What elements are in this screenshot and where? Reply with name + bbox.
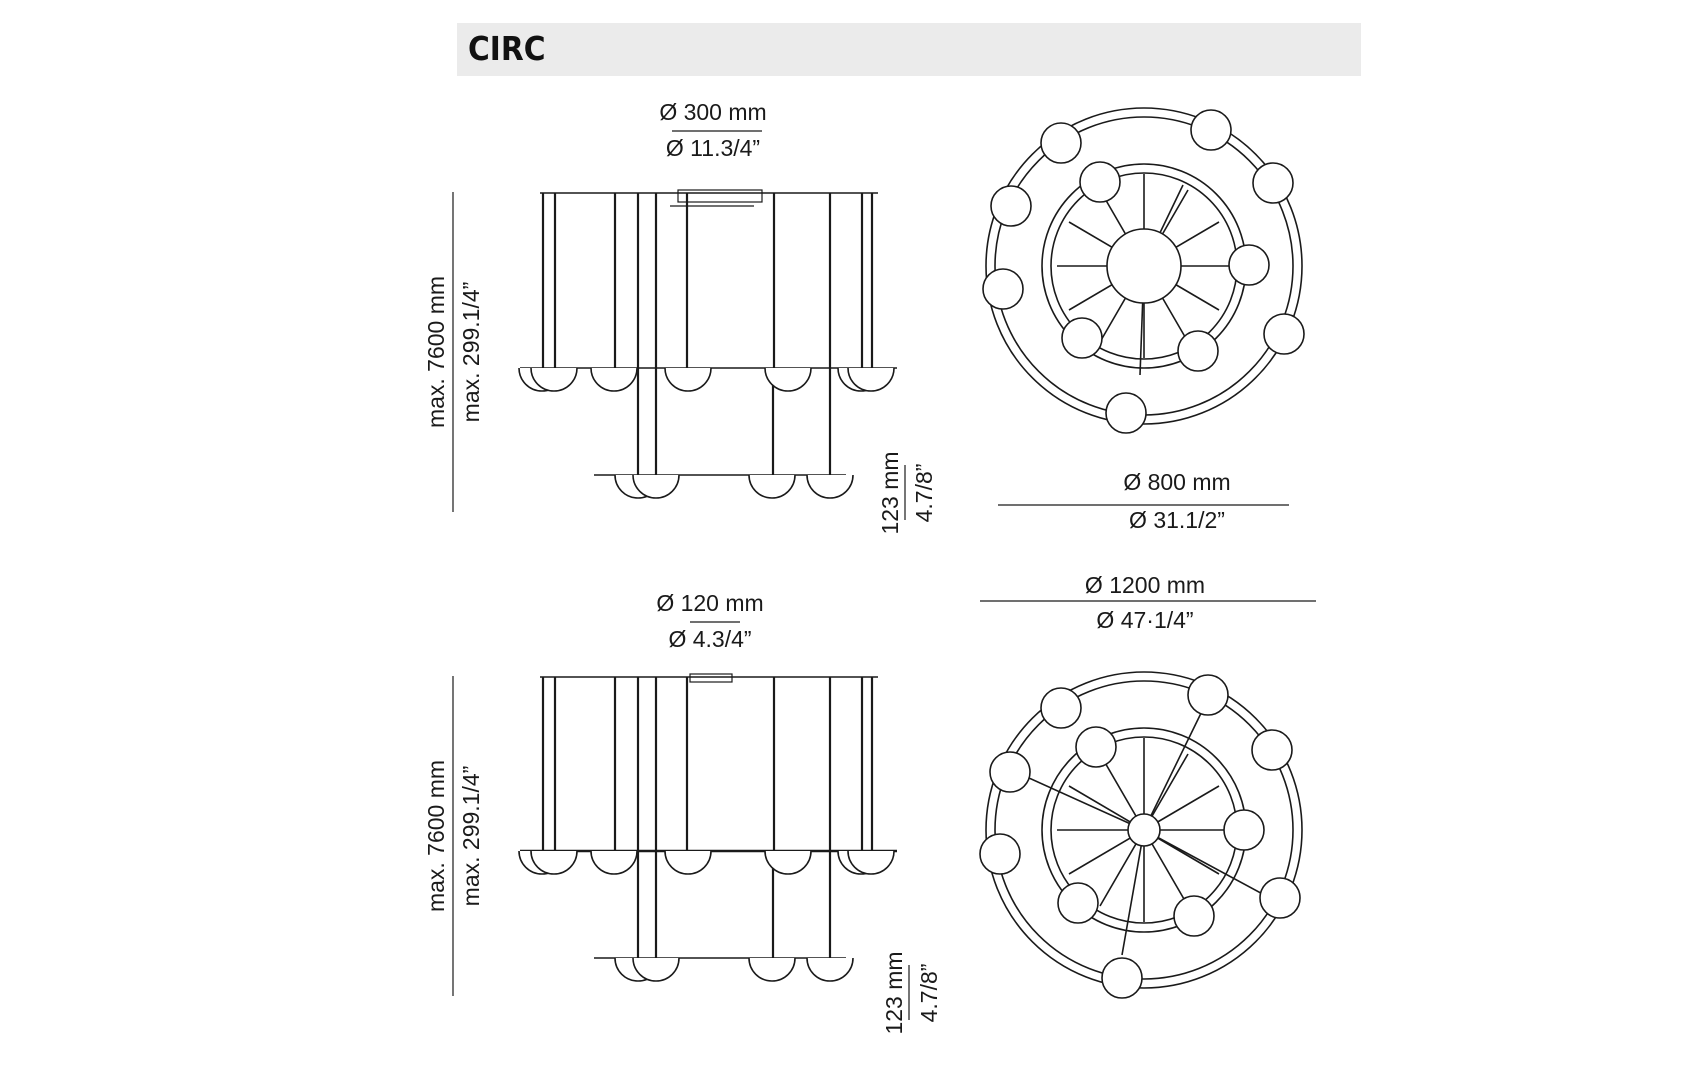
config-1-center-canopy bbox=[1106, 228, 1182, 304]
config-1-side-view: Ø 300 mm Ø 11.3/4” max. 7600 mm max. 299… bbox=[423, 99, 937, 535]
config-1-upper-globes bbox=[518, 367, 895, 392]
config-1-inner-globes bbox=[1061, 161, 1270, 372]
config-2-rods bbox=[541, 677, 874, 958]
product-header-bar: CIRC bbox=[457, 23, 1361, 76]
config-1-canopy-diameter-inch: Ø 11.3/4” bbox=[666, 135, 760, 161]
config-2-center-canopy bbox=[1127, 813, 1161, 847]
config-2-height-mm: max. 7600 mm bbox=[423, 760, 449, 912]
config-1-offset-mm: 123 mm bbox=[877, 451, 903, 534]
config-2-top-view-dimension: Ø 1200 mm Ø 47·1/4” bbox=[980, 572, 1316, 633]
config-1-lower-globes bbox=[614, 474, 854, 499]
config-2-overall-diameter-inch: Ø 47·1/4” bbox=[1096, 607, 1193, 633]
config-1-overall-diameter-inch: Ø 31.1/2” bbox=[1129, 507, 1225, 533]
config-2-height-inch: max. 299.1/4” bbox=[458, 766, 484, 907]
config-2-offset-inch: 4.7/8” bbox=[916, 964, 942, 1023]
config-1-overall-diameter-mm: Ø 800 mm bbox=[1123, 469, 1230, 495]
config-1-rods bbox=[541, 193, 874, 475]
config-2-top-view bbox=[979, 671, 1303, 999]
config-2-inner-globes bbox=[1057, 726, 1265, 937]
config-1-outer-globes bbox=[982, 109, 1305, 434]
config-2-offset-mm: 123 mm bbox=[881, 951, 907, 1034]
config-1-canopy-diameter-mm: Ø 300 mm bbox=[659, 99, 766, 125]
config-1-offset-inch: 4.7/8” bbox=[911, 464, 937, 523]
config-1-top-view: Ø 800 mm Ø 31.1/2” bbox=[982, 107, 1305, 533]
config-1-height-inch: max. 299.1/4” bbox=[458, 282, 484, 423]
config-2-lower-globes bbox=[614, 957, 854, 982]
config-2-canopy-diameter-inch: Ø 4.3/4” bbox=[668, 626, 751, 652]
config-2-canopy-diameter-mm: Ø 120 mm bbox=[656, 590, 763, 616]
config-1-height-mm: max. 7600 mm bbox=[423, 276, 449, 428]
product-title: CIRC bbox=[468, 29, 546, 68]
config-2-upper-globes bbox=[518, 850, 895, 875]
config-2-side-view: Ø 120 mm Ø 4.3/4” max. 7600 mm max. 299.… bbox=[423, 590, 942, 1035]
config-2-outer-globes bbox=[979, 674, 1301, 999]
config-2-overall-diameter-mm: Ø 1200 mm bbox=[1085, 572, 1205, 598]
